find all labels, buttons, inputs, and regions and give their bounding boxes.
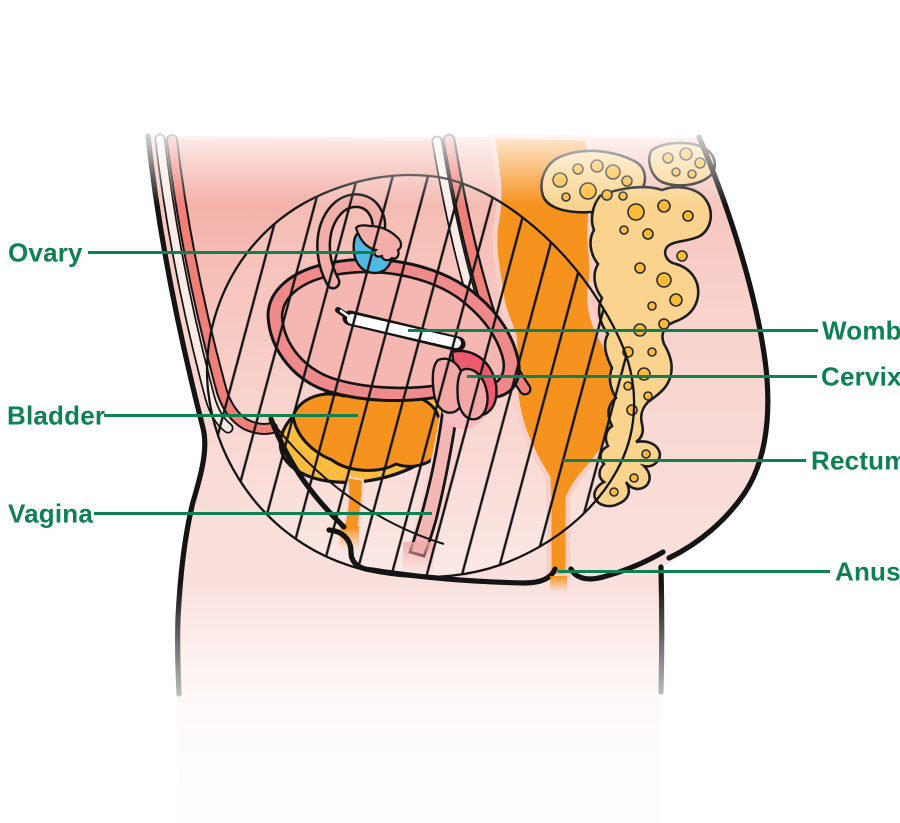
vagina-label: Vagina bbox=[8, 498, 94, 529]
pelvic-hatch bbox=[207, 175, 635, 578]
bottom-fade bbox=[0, 585, 900, 823]
rectum-leader-line bbox=[563, 459, 806, 462]
cervix-leader-line bbox=[467, 375, 817, 378]
rectum-label: Rectum bbox=[811, 445, 900, 476]
vagina-leader-line bbox=[94, 512, 432, 515]
ovary-leader-line bbox=[88, 251, 376, 254]
womb-leader-line bbox=[408, 329, 818, 332]
womb-label: Womb bbox=[822, 315, 900, 346]
top-fade bbox=[0, 0, 900, 205]
ovary-label: Ovary bbox=[8, 237, 83, 268]
bladder-leader-line bbox=[104, 414, 358, 417]
pelvic-floor-line bbox=[276, 427, 445, 545]
anus-label: Anus bbox=[835, 556, 900, 587]
bladder-label: Bladder bbox=[7, 400, 106, 431]
anus-leader-line bbox=[558, 570, 830, 573]
cervix-label: Cervix bbox=[821, 361, 900, 392]
